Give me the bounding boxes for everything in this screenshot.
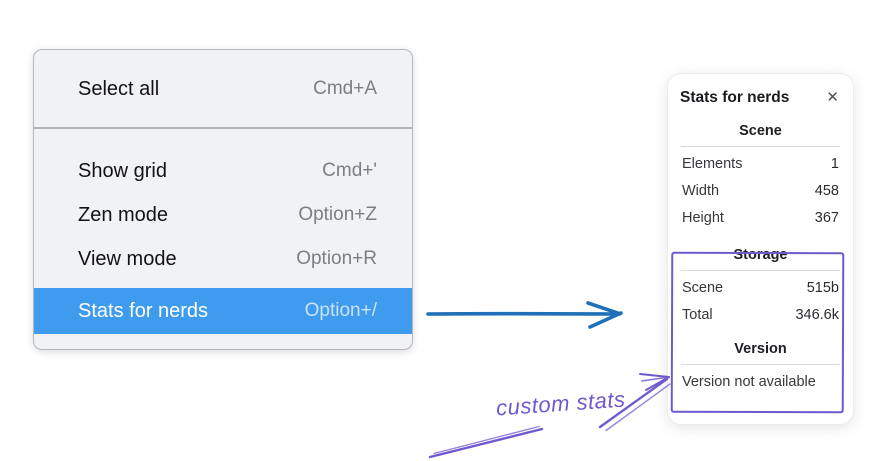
section-heading-scene: Scene [739, 123, 782, 139]
section-divider [681, 270, 840, 271]
stat-value: 458 [814, 183, 839, 199]
stat-label: Scene [682, 280, 724, 296]
stat-label: Height [682, 210, 724, 226]
menu-item-shortcut: Option+Z [298, 204, 377, 225]
version-note: Version not available [682, 374, 816, 390]
stats-panel-header: Stats for nerds ✕ [680, 87, 841, 108]
section-divider [681, 146, 840, 147]
stat-value: 346.6k [795, 307, 839, 323]
blue-arrow [426, 301, 623, 329]
menu-item-label: Zen mode [78, 203, 169, 226]
stat-row-elements: Elements 1 [680, 151, 841, 178]
stat-value: 1 [830, 156, 839, 172]
stat-row-width: Width 458 [680, 178, 841, 205]
menu-item-shortcut: Cmd+A [313, 78, 377, 99]
menu-item-shortcut: Option+R [296, 248, 377, 269]
menu-item-label: Select all [78, 77, 160, 100]
stat-label: Elements [682, 156, 743, 172]
menu-item-stats-for-nerds[interactable]: Stats for nerds Option+/ [34, 288, 412, 334]
menu-item-zen-mode[interactable]: Zen mode Option+Z [34, 193, 412, 237]
section-heading-storage: Storage [733, 247, 788, 263]
stat-value: 367 [814, 210, 839, 226]
stat-label: Width [682, 183, 720, 199]
menu-item-label: View mode [78, 247, 177, 270]
menu-item-show-grid[interactable]: Show grid Cmd+' [34, 149, 412, 193]
annotation-label: custom stats [495, 386, 627, 421]
stat-row-height: Height 367 [680, 205, 841, 232]
menu-item-shortcut: Option+/ [304, 300, 377, 321]
menu-divider [34, 127, 412, 129]
stats-panel: Stats for nerds ✕ Scene Elements 1 Width… [667, 73, 854, 425]
stats-panel-title: Stats for nerds [680, 88, 790, 106]
menu-item-label: Show grid [78, 159, 167, 182]
menu-item-view-mode[interactable]: View mode Option+R [34, 237, 412, 281]
stat-row-scene-storage: Scene 515b [680, 275, 841, 302]
menu-item-label: Stats for nerds [78, 299, 209, 322]
section-heading-version: Version [734, 341, 787, 357]
section-divider [681, 364, 840, 365]
stat-value: 515b [806, 280, 839, 296]
close-icon[interactable]: ✕ [826, 89, 839, 106]
menu-group: Show grid Cmd+' Zen mode Option+Z View m… [34, 129, 412, 334]
stat-label: Total [682, 307, 713, 323]
menu-item-shortcut: Cmd+' [322, 160, 377, 181]
context-menu: Select all Cmd+A Show grid Cmd+' Zen mod… [33, 49, 413, 350]
stat-row-total-storage: Total 346.6k [680, 302, 841, 329]
menu-item-select-all[interactable]: Select all Cmd+A [34, 62, 412, 116]
